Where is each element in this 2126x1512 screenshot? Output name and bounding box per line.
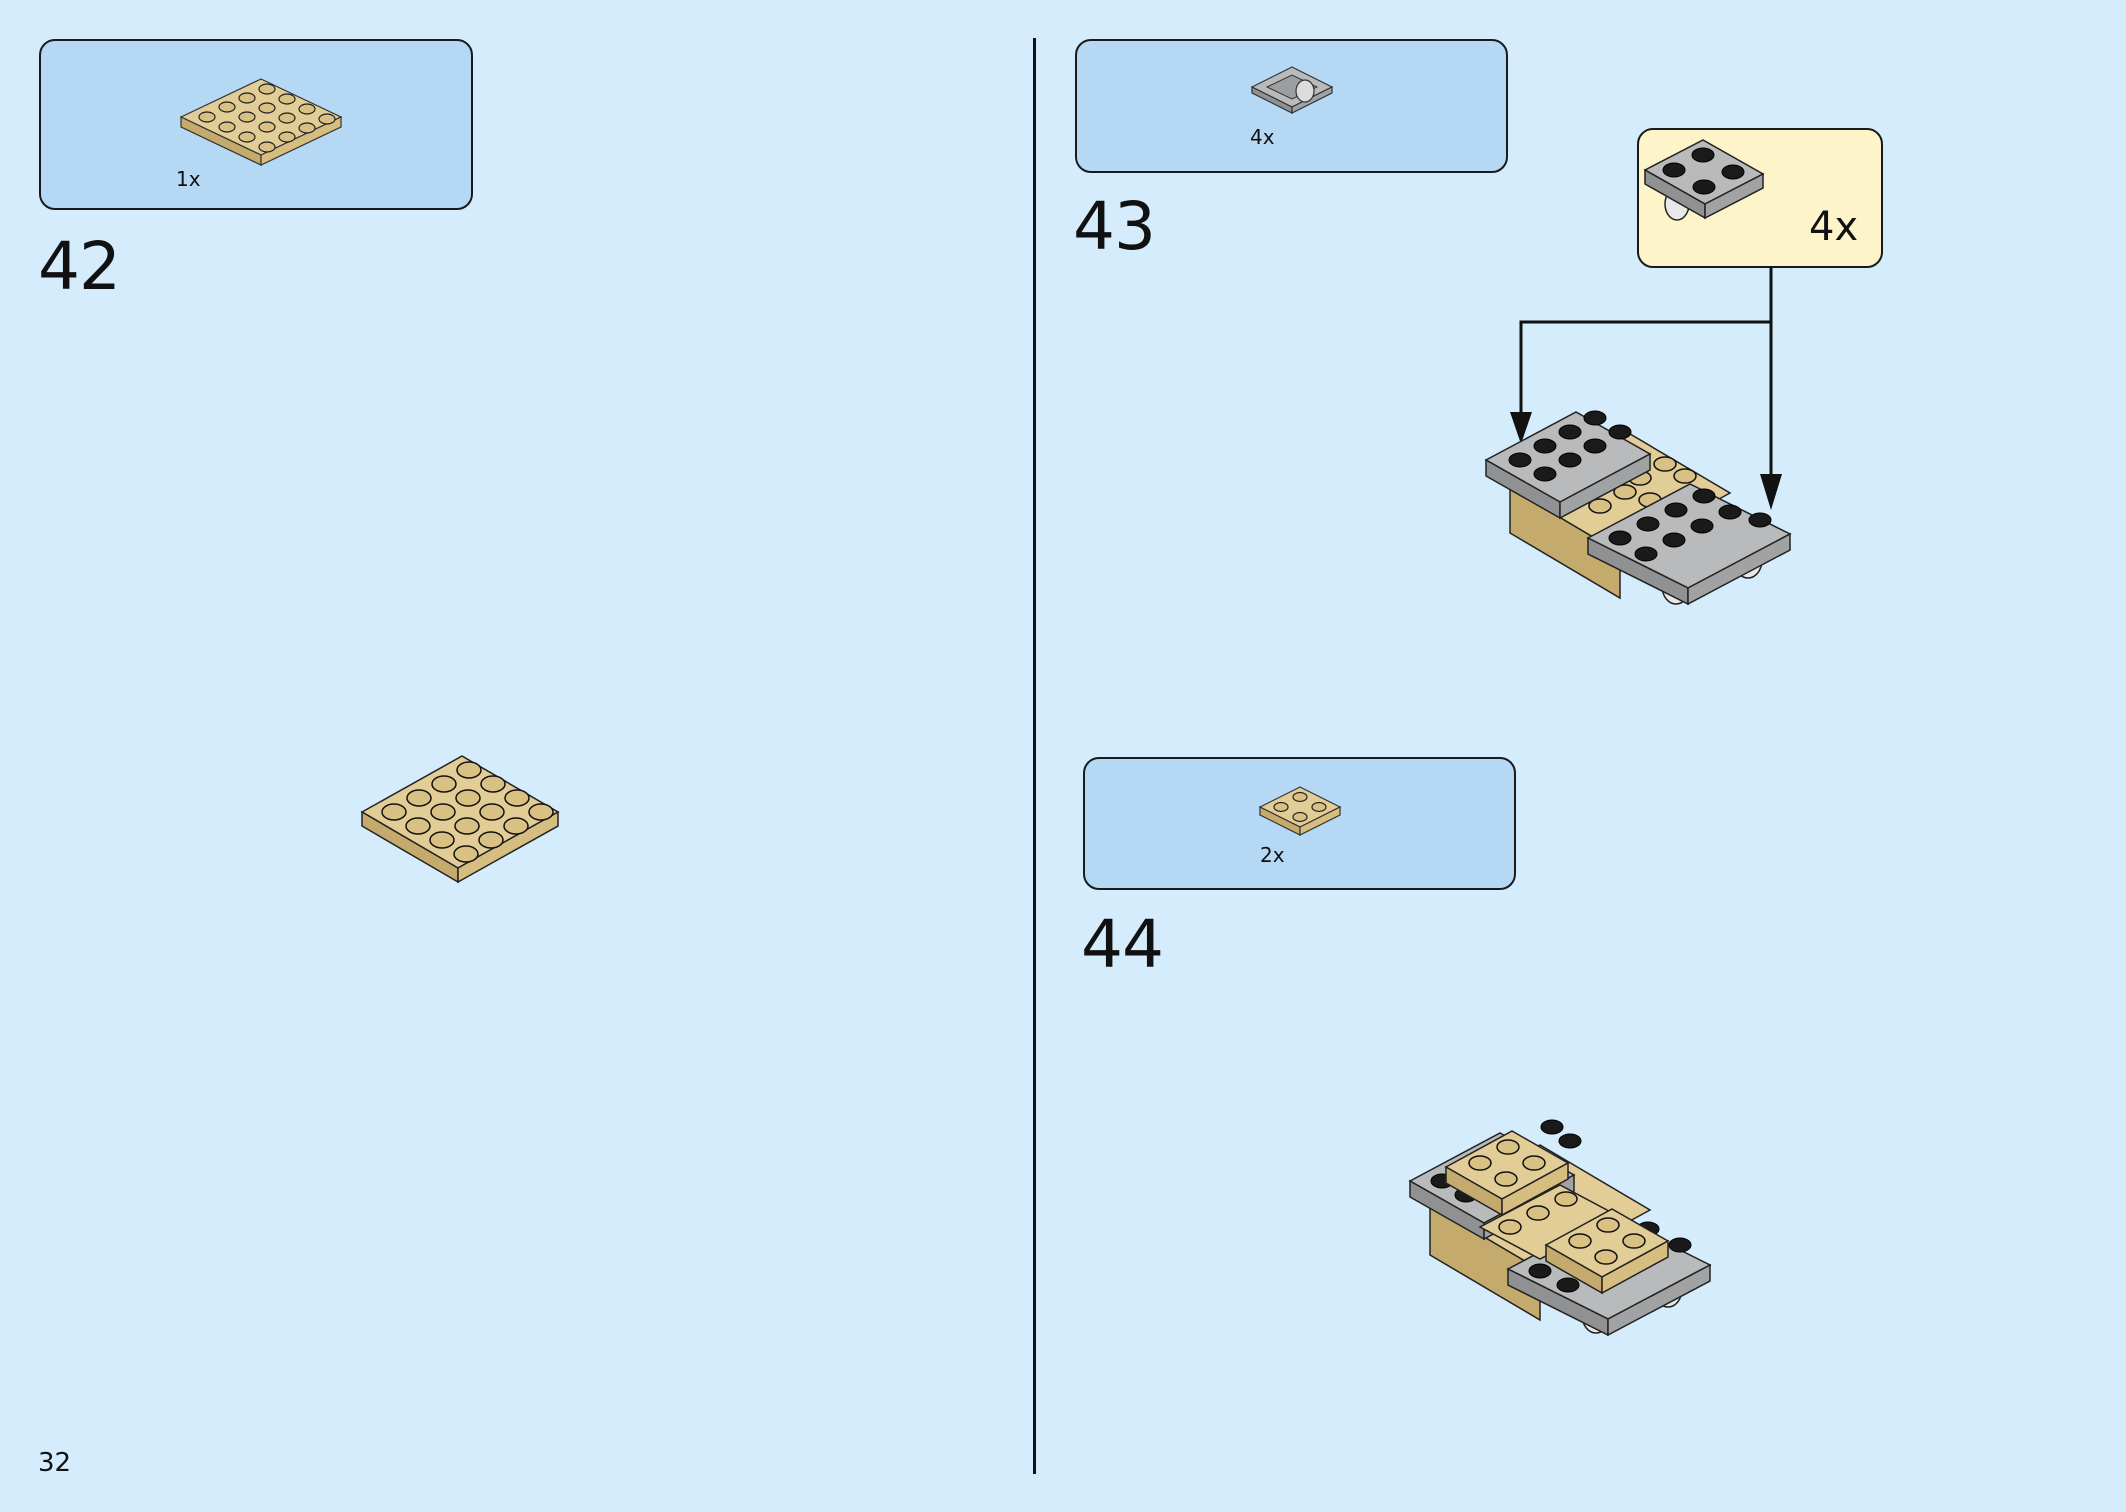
page-divider [1033, 38, 1036, 1474]
parts-box-step-42: 1x [39, 39, 473, 210]
parts-box-step-44: 2x [1083, 757, 1516, 890]
tan-plate-2x2-icon [1258, 786, 1342, 836]
gray-wheel-holder-icon [1250, 66, 1334, 114]
step-number-43: 43 [1073, 188, 1156, 265]
parts-box-step-43: 4x [1075, 39, 1508, 173]
gray-plate-with-wheel-icon [1643, 139, 1765, 221]
callout-quantity: 4x [1809, 204, 1859, 250]
step-44-assembly-model [1408, 1119, 1712, 1337]
placement-arrows [1510, 266, 1782, 510]
page-number: 32 [38, 1448, 72, 1478]
step-number-42: 42 [38, 228, 121, 305]
part-quantity: 1x [176, 167, 201, 191]
tan-plate-4x4-model [360, 755, 560, 884]
part-quantity: 2x [1260, 843, 1285, 867]
step-number-44: 44 [1081, 906, 1164, 983]
step-43-assembly-model [1484, 410, 1792, 606]
part-quantity: 4x [1250, 125, 1275, 149]
callout-box-step-43: 4x [1637, 128, 1883, 268]
tan-plate-4x4-icon [179, 78, 343, 166]
